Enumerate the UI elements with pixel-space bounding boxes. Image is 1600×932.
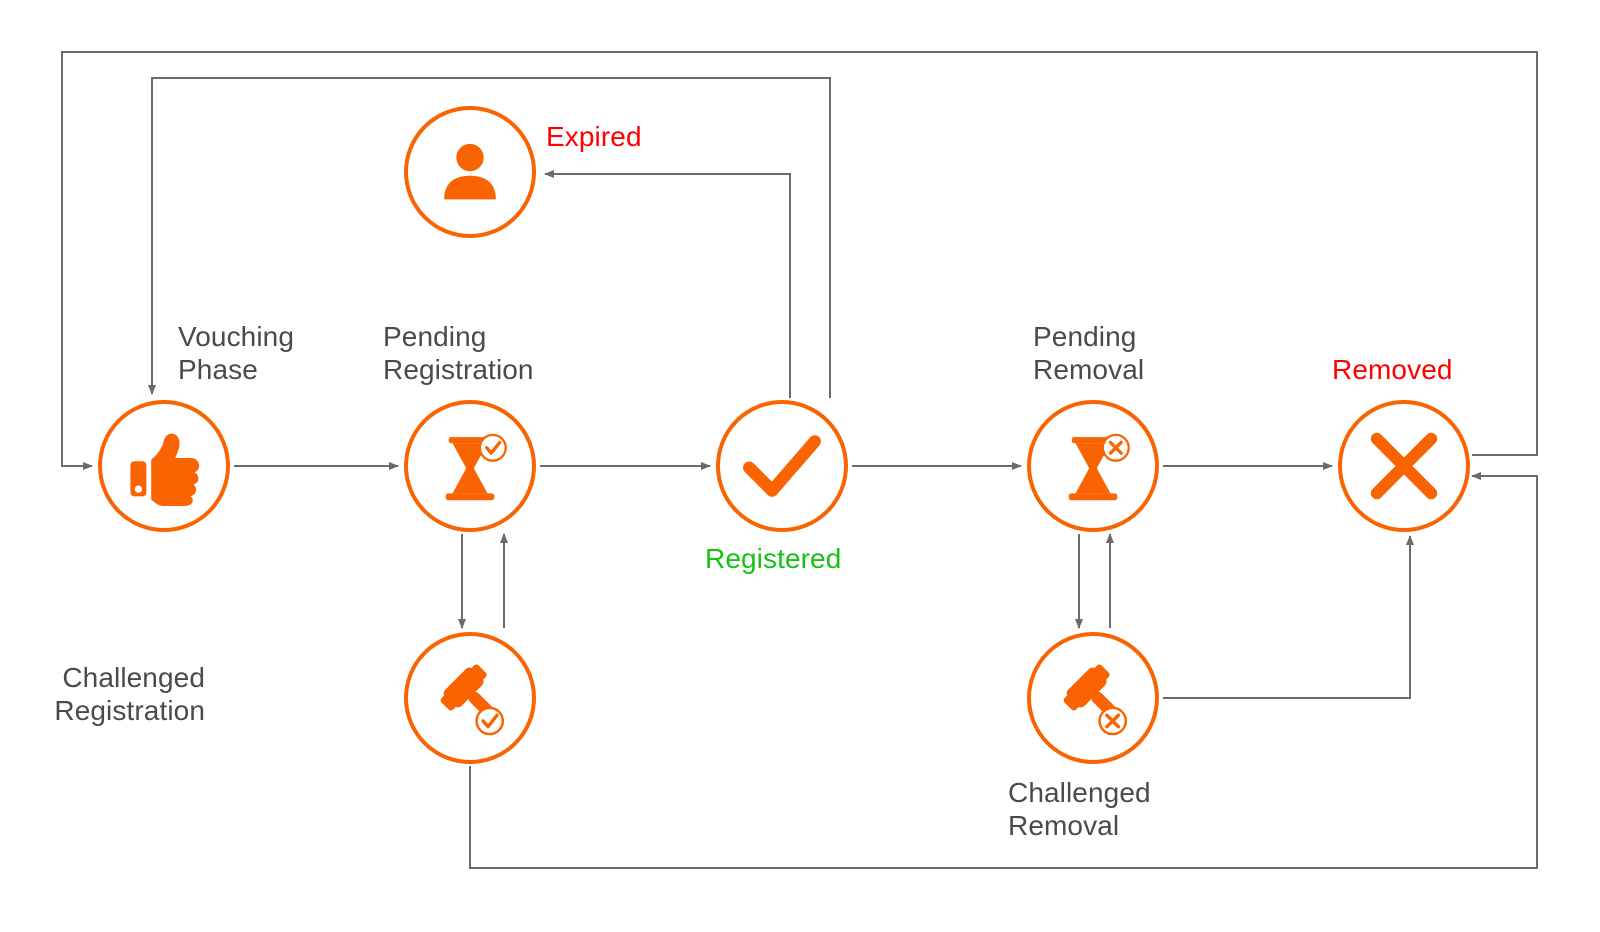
node-registered[interactable] <box>716 400 848 532</box>
edge-registered-to-expired <box>544 170 791 398</box>
edge-challenged-removal-to-removed <box>1163 535 1414 699</box>
check-icon <box>741 425 823 507</box>
node-pending-registration[interactable] <box>404 400 536 532</box>
edges-group <box>61 51 1538 869</box>
edge-expired-to-vouching-phase <box>148 77 831 398</box>
node-expired[interactable] <box>404 106 536 238</box>
node-label-registered: Registered <box>705 543 842 574</box>
node-pending-removal[interactable] <box>1027 400 1159 532</box>
hourglass-check-icon <box>432 428 508 504</box>
x-icon <box>1364 426 1444 506</box>
node-removed[interactable] <box>1338 400 1470 532</box>
gavel-check-icon <box>429 657 511 739</box>
node-challenged-registration[interactable] <box>404 632 536 764</box>
node-label-expired: Expired <box>546 121 642 152</box>
node-challenged-removal[interactable] <box>1027 632 1159 764</box>
person-icon <box>432 134 508 210</box>
thumbs-up-icon <box>124 426 204 506</box>
node-label-pending-registration: Pending Registration <box>383 321 534 385</box>
edge-removed-to-vouching-phase <box>61 51 1538 470</box>
hourglass-x-icon <box>1055 428 1131 504</box>
node-label-challenged-removal: Challenged Removal <box>1008 777 1151 841</box>
node-label-removed: Removed <box>1332 354 1453 385</box>
gavel-x-icon <box>1052 657 1134 739</box>
edge-challenged-registration-to-removed <box>469 472 1538 869</box>
node-label-pending-removal: Pending Removal <box>1033 321 1145 385</box>
node-label-challenged-registration: Challenged Registration <box>54 662 205 726</box>
node-vouching-phase[interactable] <box>98 400 230 532</box>
node-label-vouching-phase: Vouching Phase <box>178 321 295 385</box>
